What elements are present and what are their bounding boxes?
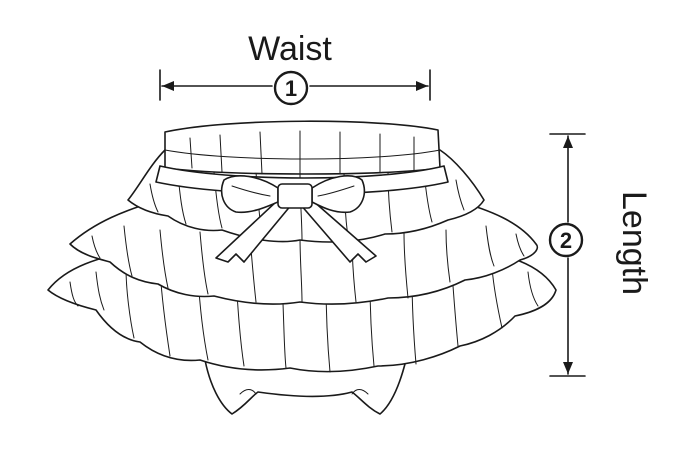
length-arrow-top [563,136,573,148]
waist-measurement: Waist 1 [159,30,431,106]
waistband [164,120,441,175]
bow-loop-left [220,175,279,214]
bow-knot [277,183,313,209]
waist-label: Waist [248,30,332,68]
length-measurement: 2 Length [548,133,653,377]
length-number-circle [548,222,584,258]
length-arrow-bottom [563,362,573,374]
bow-loop-right [311,175,366,214]
waist-number: 1 [285,76,297,101]
waist-number-circle [273,70,309,106]
length-label: Length [615,191,653,295]
bloomer-base [204,359,407,415]
waist-arrow-left [162,81,174,91]
waist-arrow-right [416,81,428,91]
ruffle-bloomer-illustration [47,120,557,415]
length-number: 2 [560,228,572,253]
